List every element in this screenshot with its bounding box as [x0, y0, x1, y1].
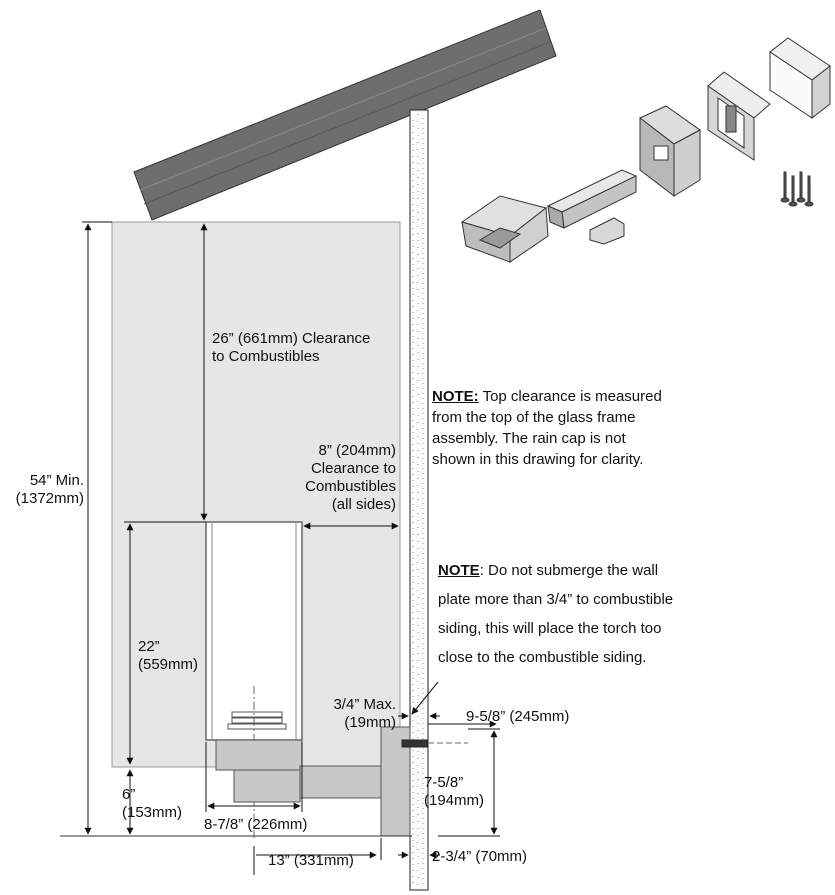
- label-min-height: 54” Min. (1372mm): [15, 472, 84, 507]
- note-top-clearance: NOTE: Top clearance is measured from the…: [432, 388, 662, 468]
- wall-siding: [409, 109, 429, 891]
- label-side-clearance: 8” (204mm) Clearance to Combustibles (al…: [305, 442, 396, 513]
- label-base-height: 6” (153mm): [122, 786, 183, 821]
- burner-grate: [227, 711, 287, 730]
- outer-cover-part: [769, 37, 831, 120]
- label-plate-height: 7-5/8” (194mm): [424, 774, 485, 809]
- mount-rail-part: [546, 169, 638, 245]
- dimension-lines: [82, 221, 500, 875]
- inner-box-part: [707, 71, 771, 161]
- label-plate-depth: 9-5/8” (245mm): [466, 708, 570, 725]
- torch-base: [215, 739, 303, 803]
- label-base-width: 8-7/8” (226mm): [204, 816, 308, 833]
- roof-beam: [133, 9, 557, 221]
- note1-heading: NOTE:: [432, 388, 479, 405]
- label-offset: 13” (331mm): [268, 852, 354, 869]
- note-wall-plate: NOTE: Do not submerge the wall plate mor…: [438, 562, 674, 666]
- label-plate-thickness: 2-3/4” (70mm): [432, 848, 528, 865]
- base-bucket-part: [460, 195, 549, 263]
- wall-plate-part: [639, 105, 701, 198]
- note2-heading: NOTE: [438, 562, 480, 579]
- label-top-clearance: 26” (661mm) Clearance to Combustibles: [212, 330, 371, 365]
- label-max-submerge: 3/4” Max. (19mm): [333, 696, 396, 731]
- mounting-bolts-part: [780, 171, 814, 207]
- exploded-parts: [460, 37, 831, 263]
- label-glass-height: 22” (559mm): [138, 638, 199, 673]
- wall-plate: [380, 726, 468, 837]
- support-arm: [299, 765, 383, 799]
